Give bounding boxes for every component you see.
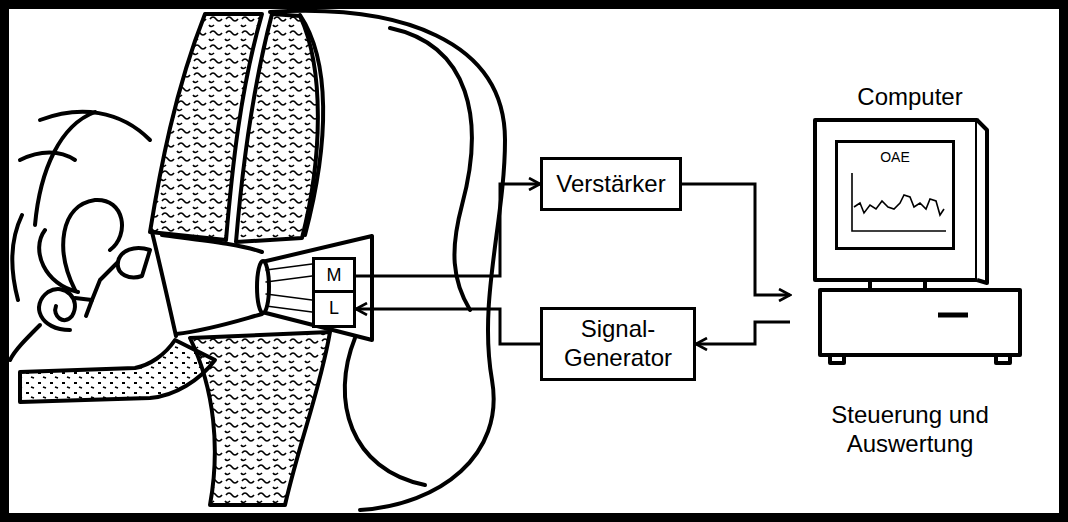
node-label: Signal-Generator — [551, 315, 685, 373]
signal-line — [696, 322, 790, 344]
function-label: Steuerung und Auswertung — [815, 401, 1005, 459]
signal-line — [356, 184, 540, 276]
signal-line — [356, 309, 540, 344]
node-label: Verstärker — [556, 170, 665, 199]
node-label: OAE — [880, 149, 910, 166]
node-label: L — [329, 298, 339, 320]
amplifier-box: Verstärker — [540, 157, 682, 211]
screen: OAE — [835, 140, 955, 250]
device-label: Computer — [857, 83, 962, 112]
signal-generator-box: Signal-Generator — [540, 307, 696, 381]
loudspeaker-box: L — [312, 290, 356, 328]
signal-line — [682, 184, 790, 295]
node-label: M — [327, 265, 342, 287]
computer: ComputerSteuerung und Auswertung OAE — [790, 75, 1030, 465]
